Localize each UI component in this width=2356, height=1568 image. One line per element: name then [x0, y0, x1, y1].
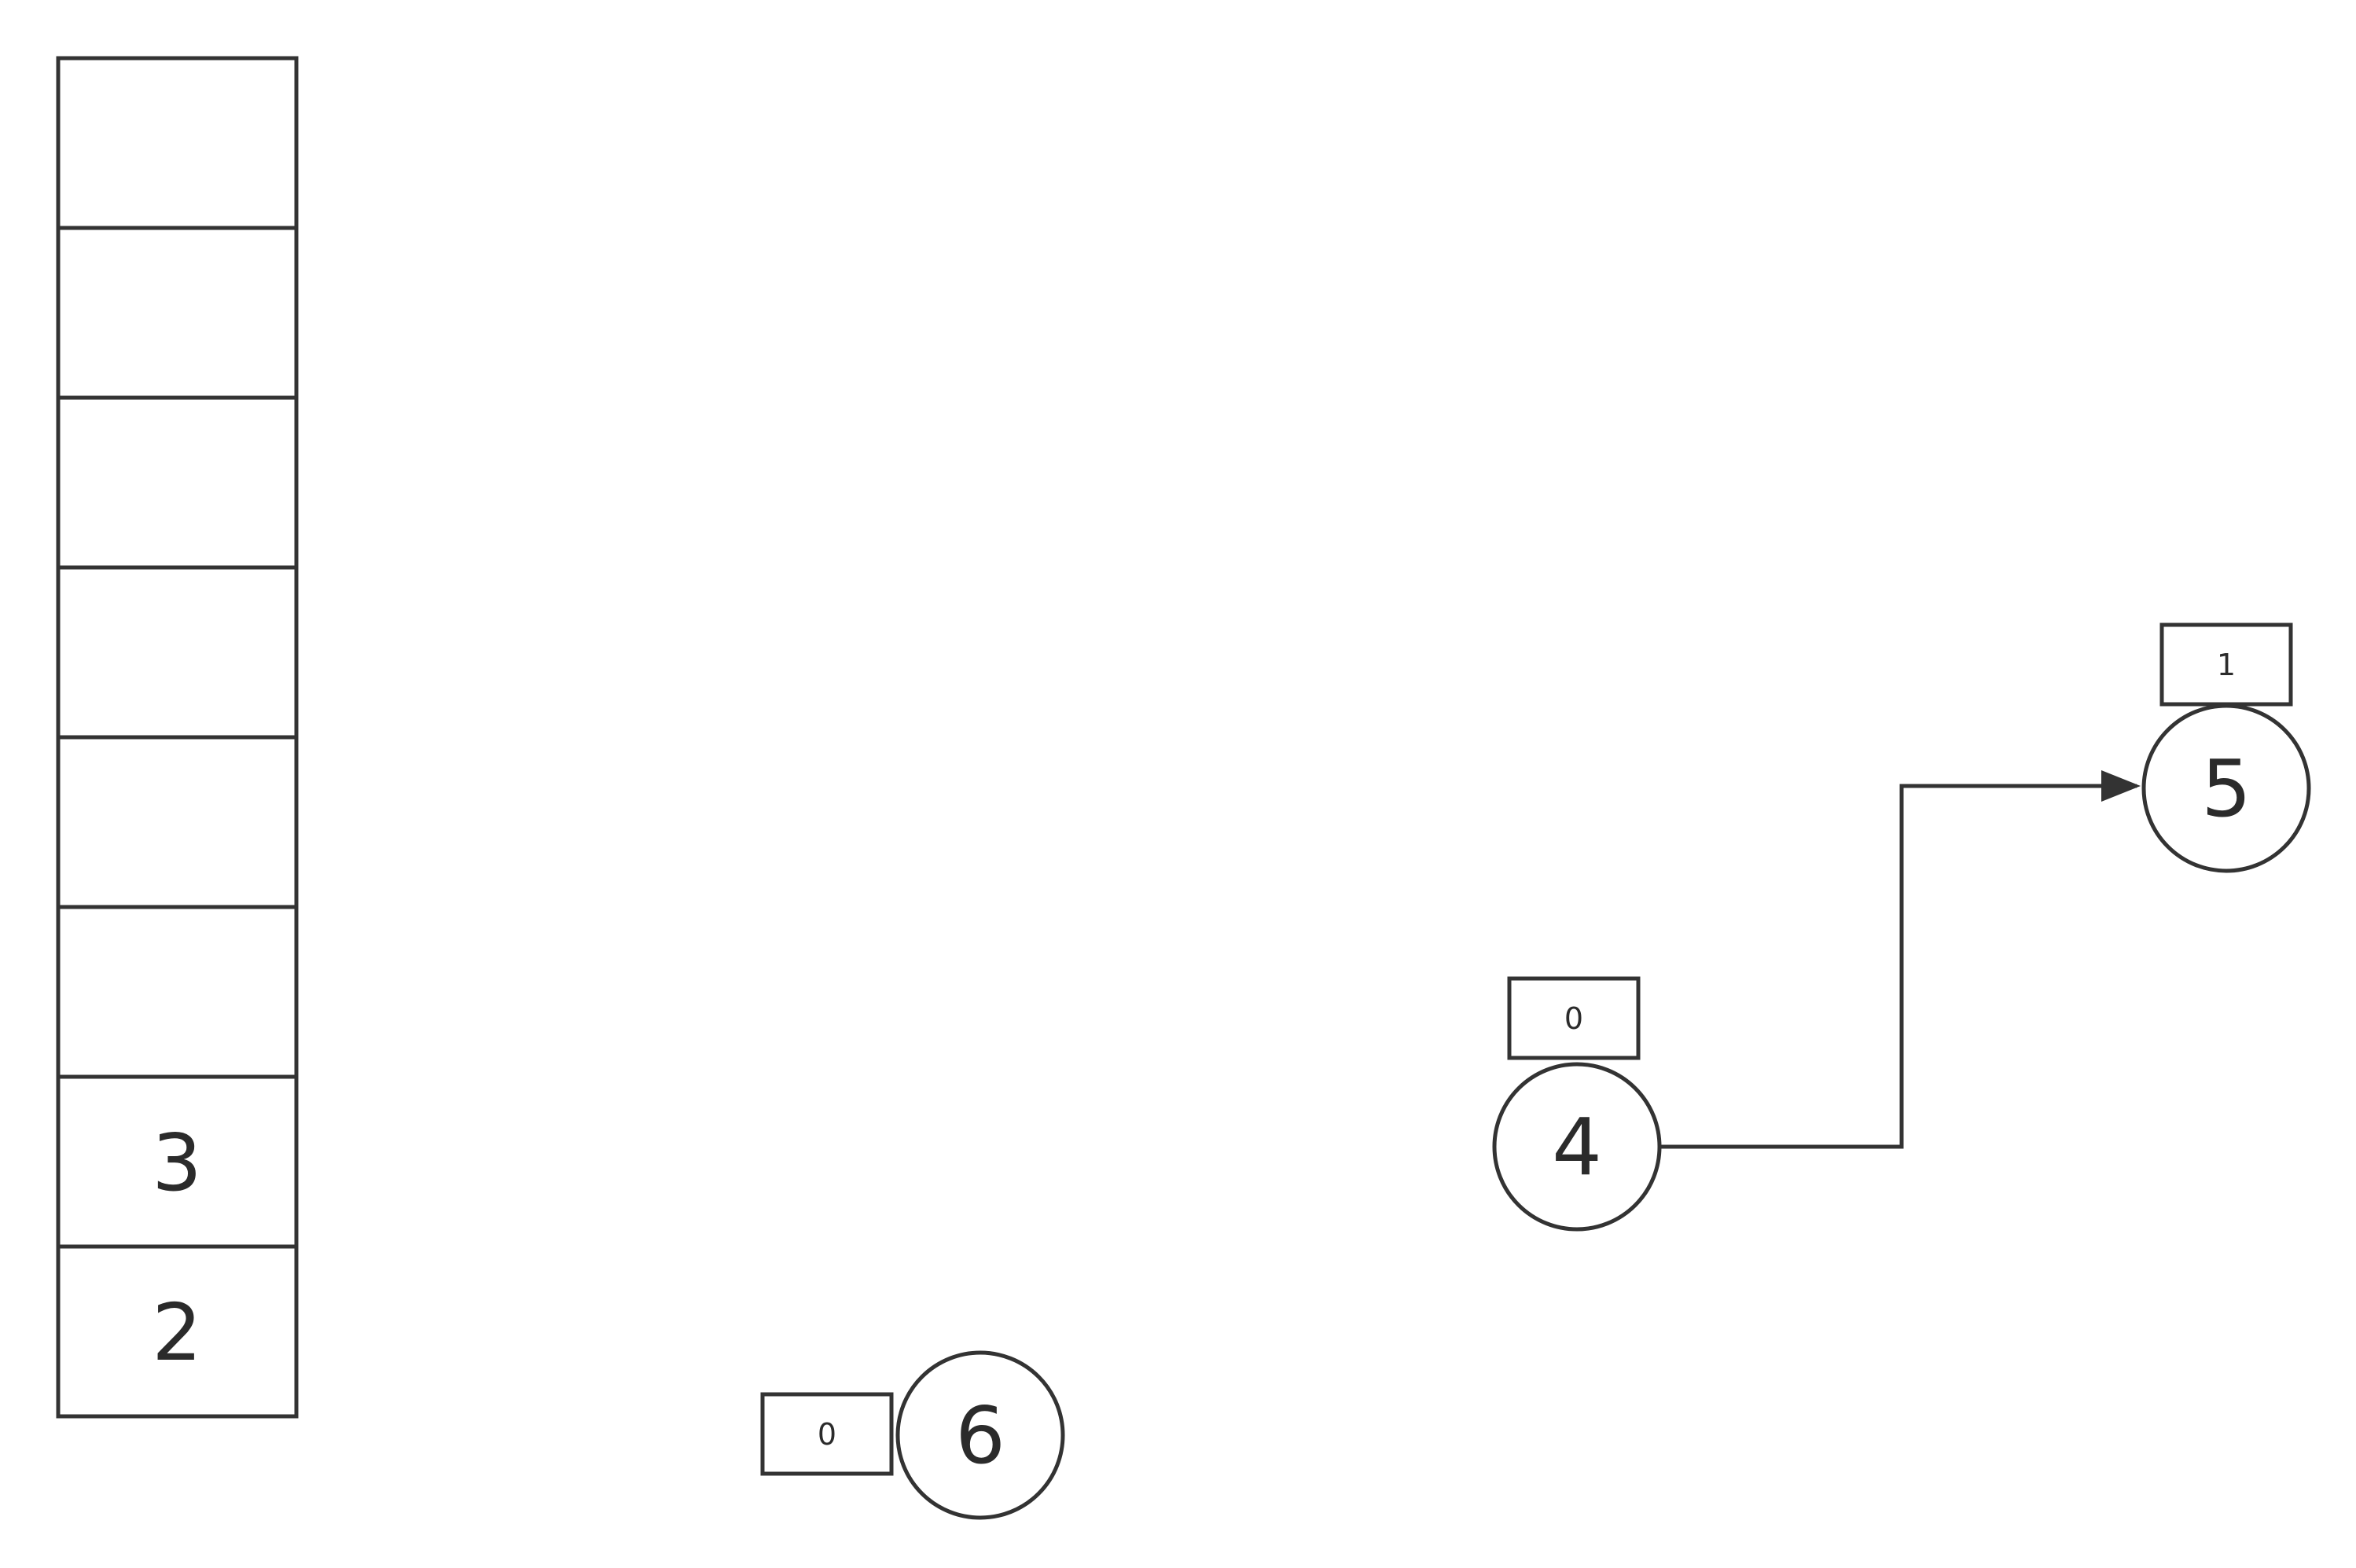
node-5-circle: [2141, 703, 2311, 873]
stack-cell-box: [56, 56, 299, 230]
stack-cell-label: 3: [152, 1117, 202, 1209]
stack-cell: [56, 565, 299, 740]
edge-4-to-5: [1660, 770, 2141, 1149]
stack-cell: [56, 395, 299, 570]
node-5-badge: 1: [2217, 648, 2236, 682]
stack: 3 2: [56, 56, 299, 1419]
node-6-badge: 0: [818, 1417, 836, 1452]
stack-cell-box: [56, 565, 299, 740]
stack-cell-box: [56, 735, 299, 909]
node-4: 0 4: [1492, 976, 1662, 1232]
stack-cell-box: [56, 905, 299, 1079]
node-5: 1 5: [2141, 622, 2311, 873]
stack-cell-box: [56, 1074, 299, 1249]
stack-cell-box: [56, 226, 299, 400]
node-6: 0 6: [760, 1350, 1065, 1520]
node-6-circle: [895, 1350, 1065, 1520]
stack-cell: [56, 735, 299, 909]
stack-cell: [56, 226, 299, 400]
node-4-badge-box: [1507, 976, 1641, 1060]
node-4-circle: [1492, 1062, 1662, 1232]
stack-cell-box: [56, 395, 299, 570]
node-5-label: 5: [2201, 743, 2251, 835]
node-4-label: 4: [1552, 1101, 1602, 1193]
stack-cell-box: [56, 1244, 299, 1419]
node-6-badge-box: [760, 1392, 894, 1476]
stack-cell-label: 2: [152, 1287, 202, 1379]
stack-cell: [56, 56, 299, 230]
stack-cell: 2: [56, 1244, 299, 1419]
node-4-badge: 0: [1564, 1001, 1583, 1036]
stack-cell: [56, 905, 299, 1079]
stack-cell: 3: [56, 1074, 299, 1249]
node-6-label: 6: [955, 1390, 1005, 1482]
